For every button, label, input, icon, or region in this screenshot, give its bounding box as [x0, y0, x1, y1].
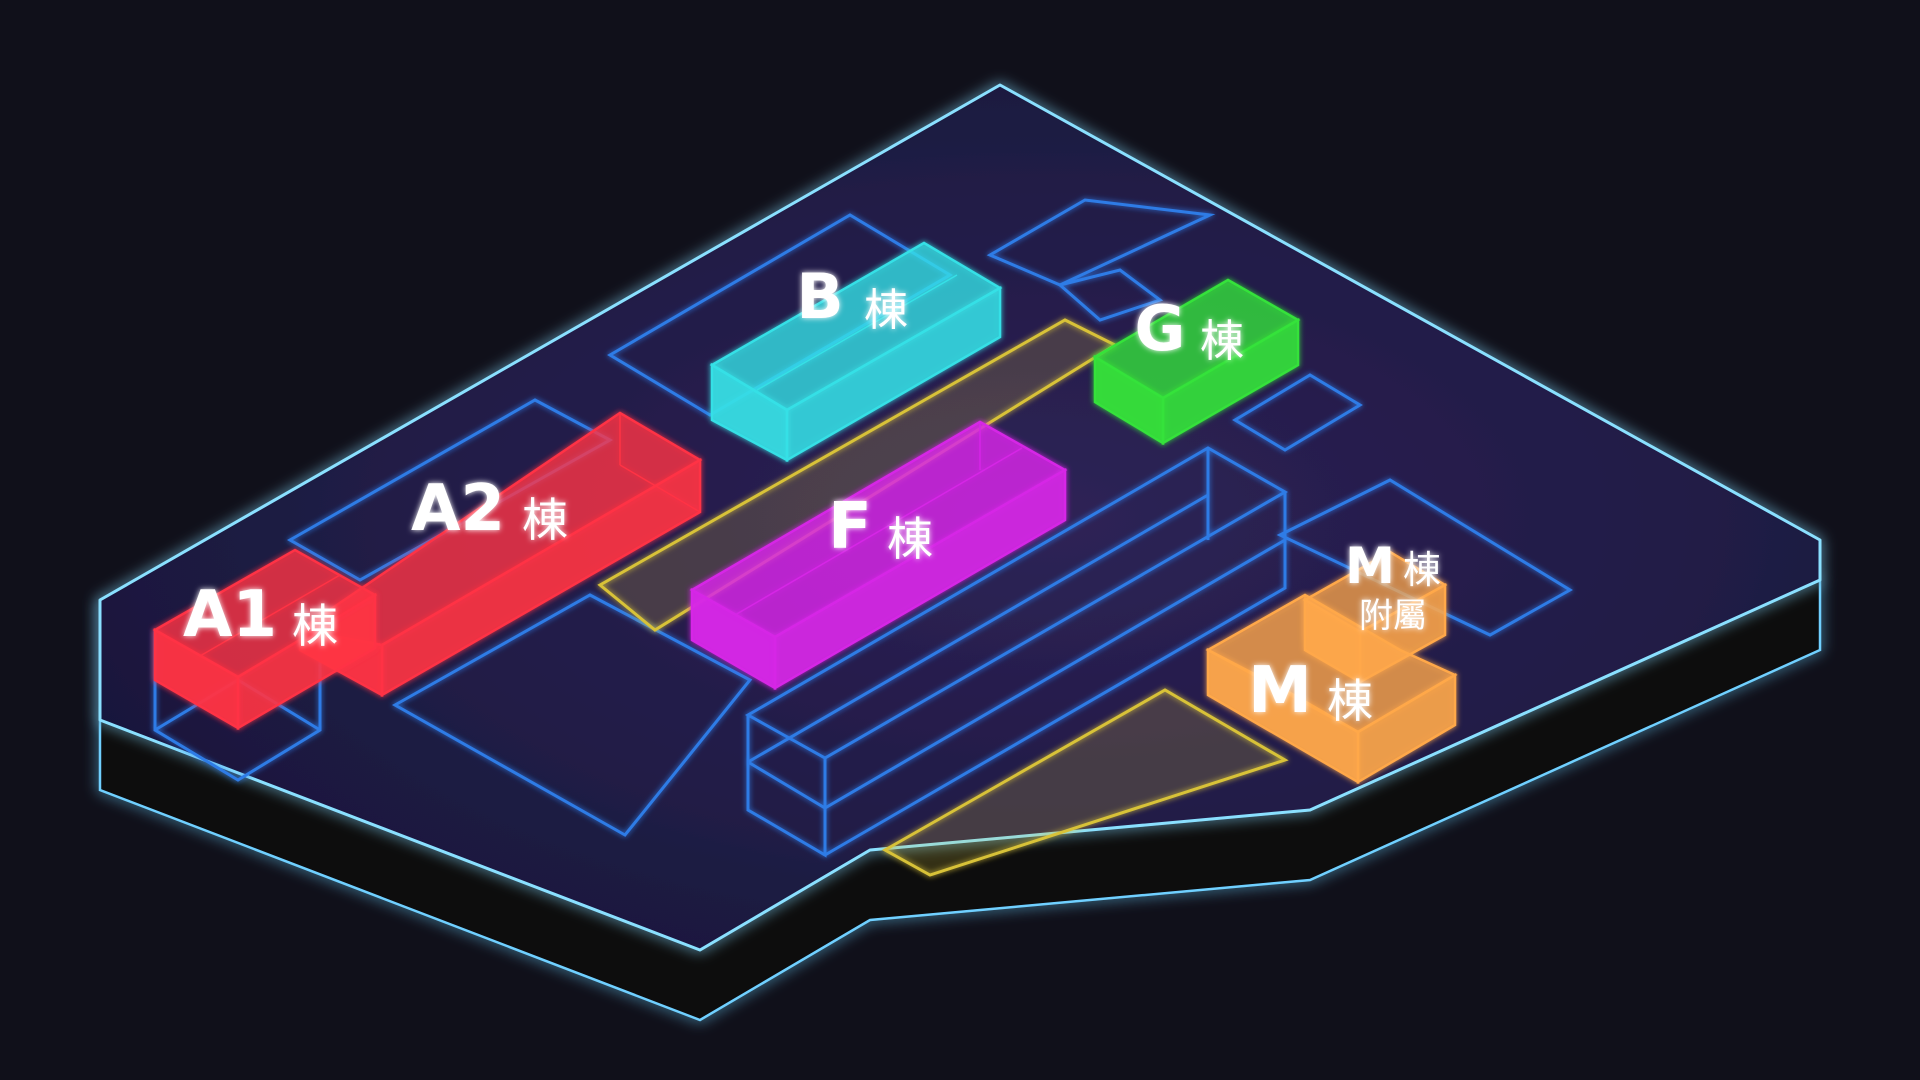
building-a1[interactable] — [152, 548, 378, 731]
outline-north-triangle — [986, 198, 1216, 287]
building-m[interactable] — [1205, 593, 1458, 785]
label-f: F 棟 — [828, 490, 933, 566]
building-g[interactable] — [1092, 278, 1301, 446]
label-a1-letter: A1 — [183, 578, 277, 652]
yellow-paths — [597, 318, 1289, 877]
label-a1-suffix: 棟 — [292, 599, 338, 653]
label-m-annex: M 棟 附屬 — [1345, 537, 1441, 636]
outline-east-small — [1232, 373, 1363, 452]
outline-southwest-block — [391, 593, 753, 837]
label-m-annex-letter: M — [1345, 537, 1395, 595]
label-m-suffix: 棟 — [1327, 674, 1373, 728]
building-f[interactable] — [689, 420, 1068, 691]
building-labels: B 棟 G 棟 A2 棟 A1 棟 F 棟 M 棟 M 棟 附屬 — [183, 260, 1441, 728]
label-g: G 棟 — [1135, 292, 1244, 367]
label-g-letter: G — [1135, 292, 1186, 365]
label-b-letter: B — [796, 260, 843, 333]
label-g-suffix: 棟 — [1200, 316, 1244, 367]
label-a2-suffix: 棟 — [522, 493, 568, 547]
label-f-letter: F — [828, 490, 872, 564]
outline-g-strip — [1056, 268, 1164, 322]
label-b-suffix: 棟 — [864, 285, 908, 336]
label-a2: A2 棟 — [411, 472, 568, 547]
label-m-annex-subtitle: 附屬 — [1359, 596, 1427, 636]
outline-long-block — [744, 446, 1289, 858]
path-south-wedge — [881, 688, 1289, 877]
label-m-letter: M — [1248, 654, 1312, 728]
label-a1: A1 棟 — [183, 578, 338, 653]
label-f-suffix: 棟 — [887, 512, 933, 566]
label-m: M 棟 — [1248, 654, 1373, 728]
label-b: B 棟 — [796, 260, 908, 336]
building-b[interactable] — [709, 241, 1003, 463]
label-a2-letter: A2 — [411, 472, 505, 546]
label-m-annex-suffix: 棟 — [1403, 548, 1441, 592]
